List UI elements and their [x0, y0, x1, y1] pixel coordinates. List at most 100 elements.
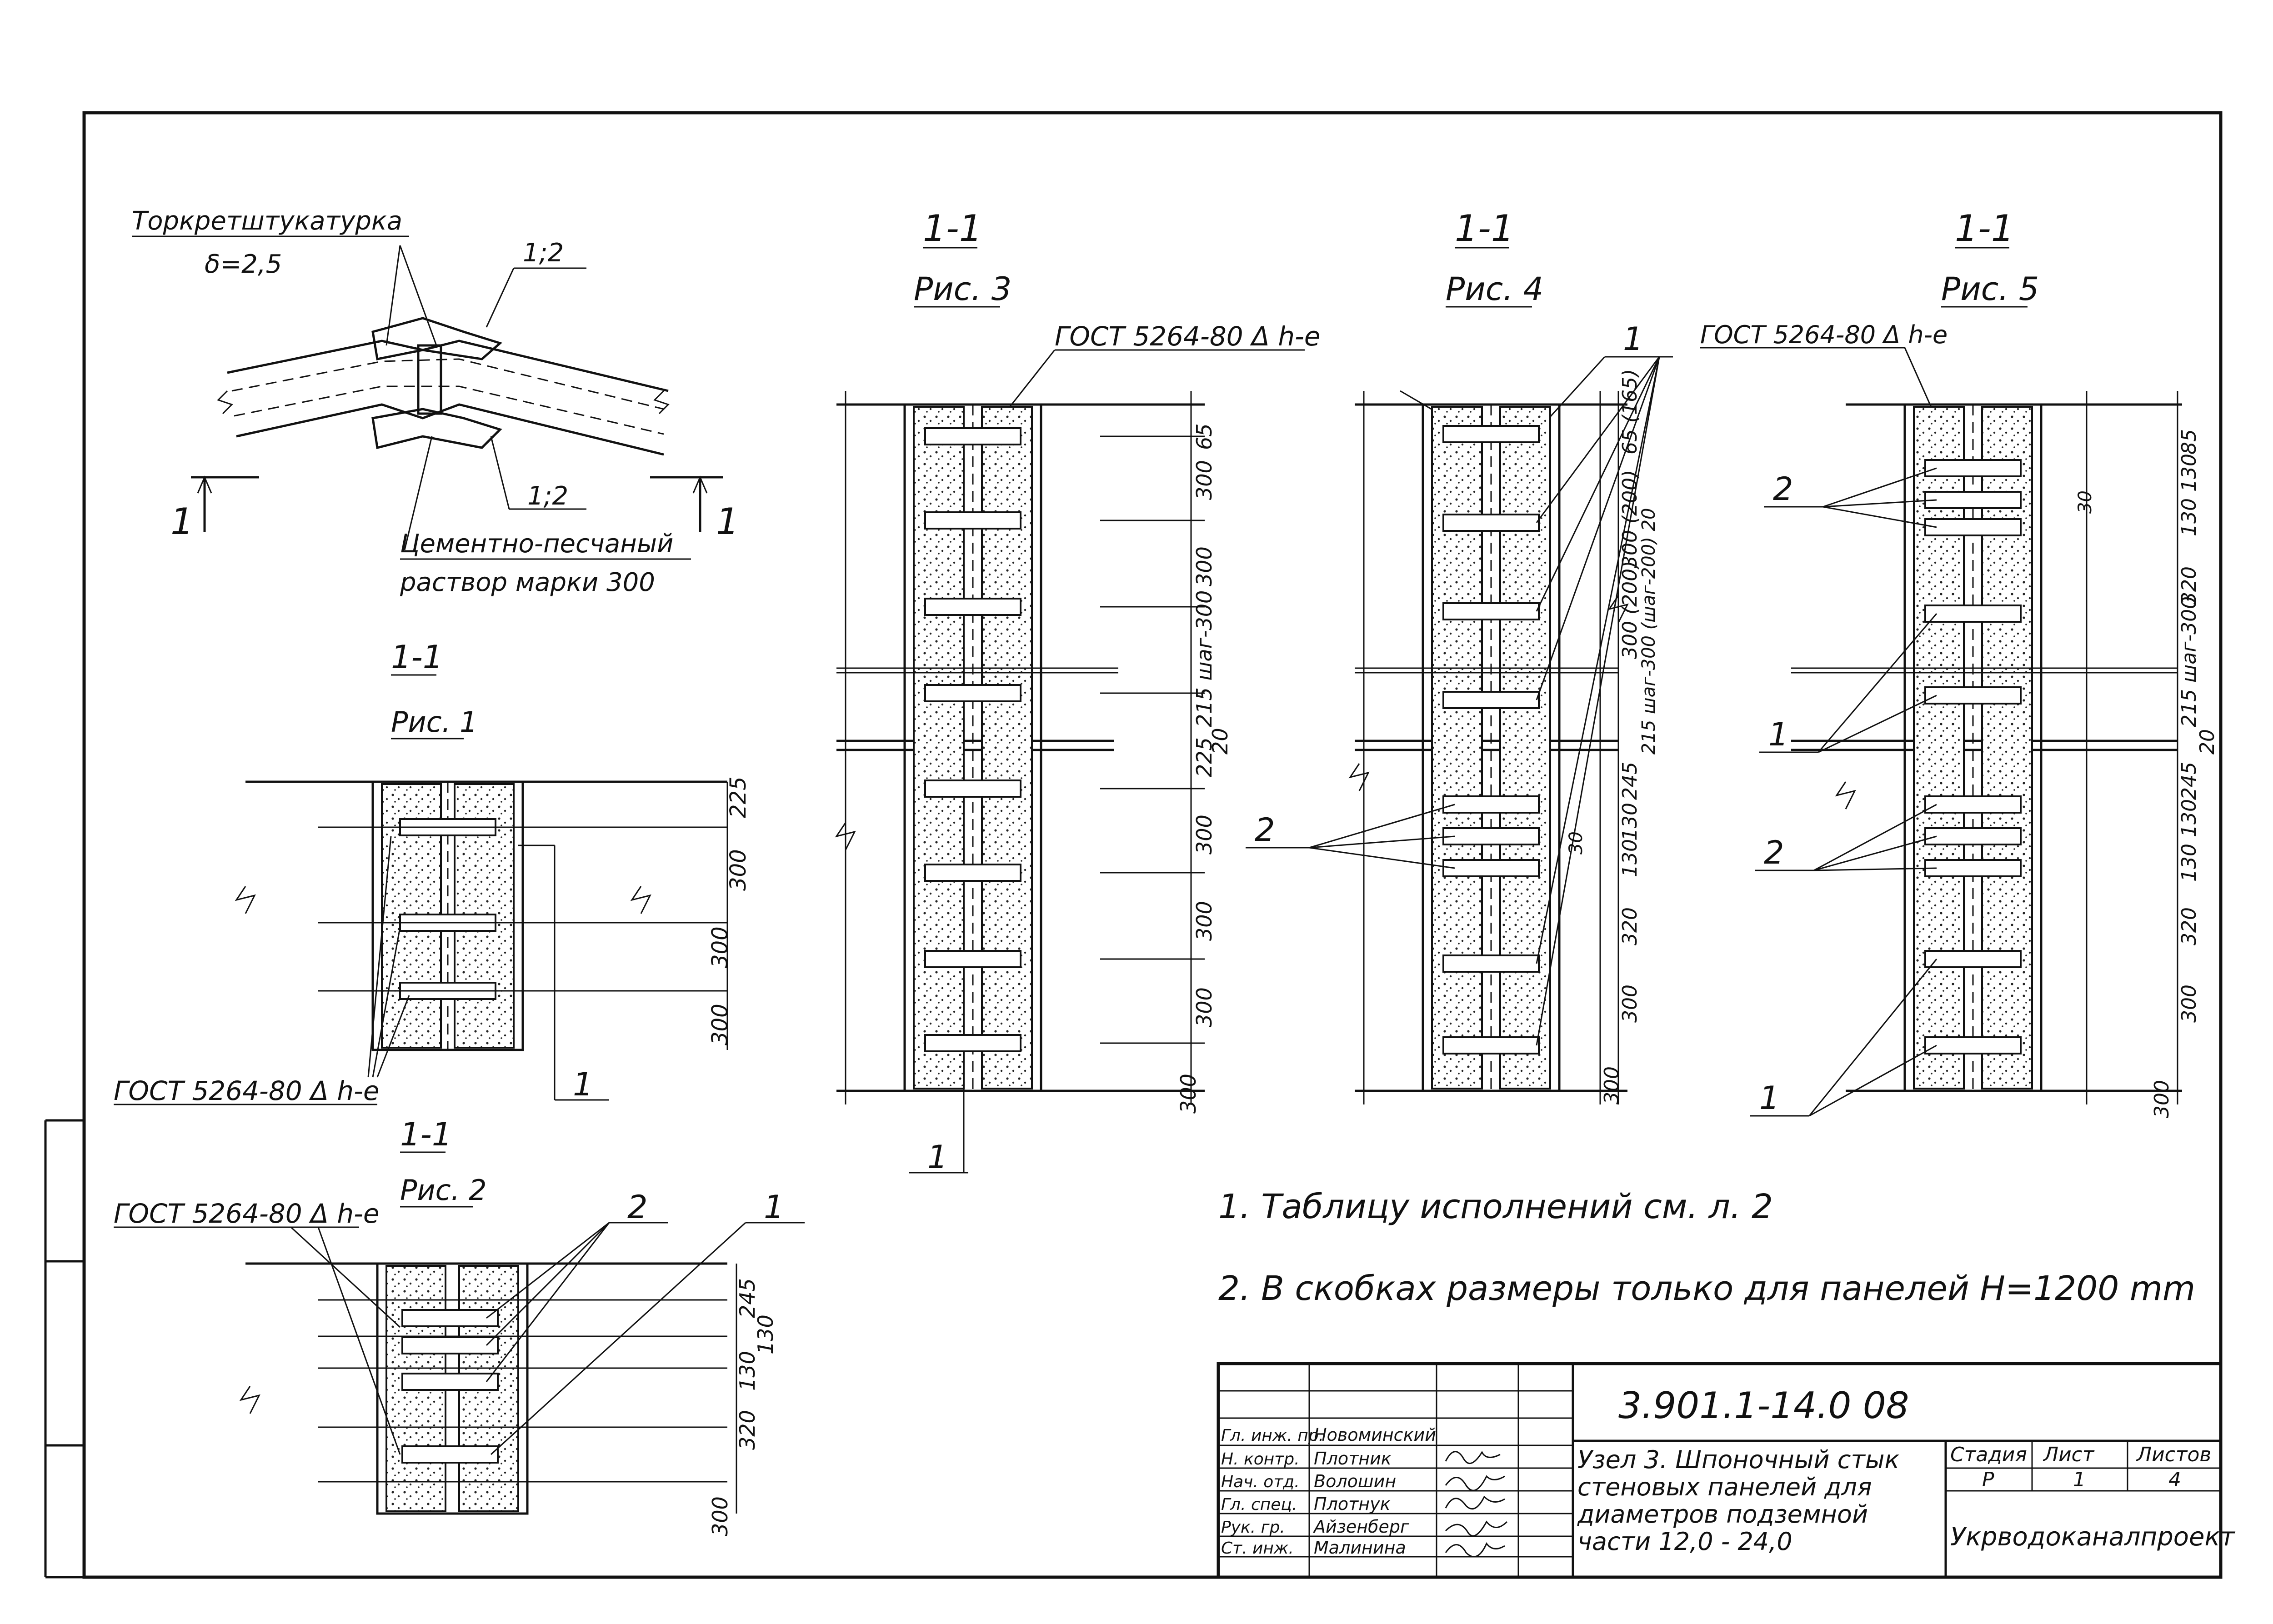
fig2-gost: ГОСТ 5264-80 Δ h-e — [114, 1198, 380, 1229]
mortar-grade: раствор марки 300 — [400, 568, 655, 597]
fig1-title: Рис. 1 — [391, 705, 478, 739]
fig5-leader-1-bottom: 1 — [1759, 1079, 1780, 1117]
fig1-dim-0: 225 — [726, 776, 751, 818]
fig5-dim-4: 20 — [2196, 729, 2219, 755]
fig1-dim-3: 300 — [707, 1004, 733, 1045]
fig4-leader-2: 2 — [1255, 811, 1275, 849]
sig-role-2: Нач. отд. — [1221, 1473, 1300, 1491]
fig4-dim-6: 130 — [1618, 839, 1642, 877]
fig3-title: Рис. 3 — [914, 270, 1011, 308]
sheet-label: Лист — [2043, 1443, 2095, 1466]
fig4-title: Рис. 4 — [1446, 270, 1543, 308]
fig4-dim-0: 65 (165) — [1618, 369, 1642, 455]
fig4-section: 1-1 — [1455, 207, 1514, 250]
fig5-dim-1: 130 130 — [2178, 454, 2201, 536]
sheet-frame — [44, 111, 2223, 1579]
title-line-1: Узел 3. Шпоночный стык — [1577, 1445, 1900, 1474]
fig3-section: 1-1 — [923, 207, 982, 250]
fig2-dim-2: 130 — [735, 1351, 760, 1391]
doc-code: 3.901.1-14.0 08 — [1618, 1384, 1909, 1427]
fig2-section: 1-1 — [400, 1116, 452, 1153]
fig3-dim-0: 65 — [1192, 423, 1217, 450]
cut-mark-left: 1 — [170, 500, 194, 543]
fig5-leader-2-top: 2 — [1773, 470, 1793, 508]
fig1-dim-1: 300 — [726, 849, 751, 891]
fig5-title: Рис. 5 — [1941, 270, 2039, 308]
mortar-label: Цементно-песчаный — [400, 529, 673, 559]
sig-name-1: Плотник — [1314, 1449, 1392, 1469]
fig4-dim-9: 300 — [1600, 1066, 1623, 1104]
handwritten-signatures — [1445, 1450, 1508, 1558]
notes: 1. Таблицу исполнений см. л. 2 2. В скоб… — [1218, 1187, 2195, 1308]
stage-value: Р — [1982, 1468, 1994, 1491]
fig2-dim-1: 130 — [753, 1314, 778, 1354]
fig5-dim-5: 245 — [2178, 762, 2201, 800]
fig3-dim-4: 20 — [1208, 728, 1232, 755]
fig4-dim-2: 300 (200) — [1618, 561, 1642, 659]
fig5-dim-2: 320 — [2178, 566, 2201, 605]
note-1: 1. Таблицу исполнений см. л. 2 — [1218, 1187, 1773, 1226]
fig3-dim-7: 300 — [1192, 901, 1217, 941]
fig5-dim-3: 215 шаг-300 — [2178, 596, 2201, 727]
fig2-leader-1: 1 — [764, 1189, 784, 1226]
sig-name-4: Айзенберг — [1312, 1517, 1410, 1537]
title-line-4: части 12,0 - 24,0 — [1577, 1527, 1792, 1556]
fig4-leader-1-top: 1 — [1623, 320, 1643, 358]
fig3-dim-3: 215 шаг-300 — [1192, 590, 1217, 727]
ref-12-top: 1;2 — [523, 238, 564, 268]
fig3-dim-6: 300 — [1192, 814, 1217, 854]
plan-detail: Торкретштукатурка δ=2,5 1;2 1 1 1;2 Цеме… — [132, 206, 739, 597]
fig1-gost: ГОСТ 5264-80 Δ h-e — [114, 1075, 380, 1106]
sheets-label: Листов — [2136, 1443, 2211, 1466]
title-line-3: диаметров подземной — [1577, 1500, 1868, 1529]
fig2-leader-2: 2 — [627, 1189, 648, 1226]
sig-name-5: Малинина — [1314, 1538, 1406, 1558]
fig1-leader-1: 1 — [573, 1066, 593, 1103]
fig5-section: 1-1 — [1955, 207, 2014, 250]
sig-role-0: Гл. инж. пр. — [1221, 1426, 1324, 1445]
figure-3: 1-1 Рис. 3 ГОСТ 5264-80 Δ h-e — [835, 207, 1321, 1176]
sig-name-3: Плотнук — [1314, 1494, 1391, 1514]
torkret-thickness: δ=2,5 — [205, 250, 282, 279]
figure-5: 1-1 Рис. 5 ГОСТ 5264-80 Δ h-e 85 130 130… — [1700, 207, 2219, 1118]
fig1-dim-2: 300 — [707, 926, 733, 968]
fig4-dim-7: 320 — [1618, 907, 1642, 945]
torkret-label: Торкретштукатурка — [132, 206, 402, 236]
ref-12-bottom: 1;2 — [527, 481, 568, 511]
sheet-value: 1 — [2073, 1468, 2086, 1491]
fig3-dim-9: 300 — [1176, 1074, 1201, 1114]
fig3-gost: ГОСТ 5264-80 Δ h-e — [1055, 321, 1321, 352]
cut-mark-right: 1 — [716, 500, 739, 543]
fig4-dim-3: 215 шаг-300 (шаг-200) 20 — [1638, 508, 1659, 755]
fig5-dim-8: 300 — [2178, 984, 2201, 1023]
fig4-dim-5: 130 — [1618, 803, 1642, 841]
sig-name-0: Новоминский — [1314, 1425, 1436, 1445]
fig5-dim-0: 85 — [2178, 429, 2201, 455]
fig2-dim-3: 320 — [735, 1410, 760, 1450]
fig5-gost: ГОСТ 5264-80 Δ h-e — [1700, 320, 1948, 349]
title-line-2: стеновых панелей для — [1577, 1473, 1872, 1501]
fig2-title: Рис. 2 — [400, 1174, 487, 1207]
sig-name-2: Волошин — [1314, 1471, 1396, 1491]
sheets-value: 4 — [2168, 1468, 2181, 1491]
figure-2: 1-1 Рис. 2 ГОСТ 5264-80 Δ h-e 2 1 245 13… — [114, 1116, 805, 1536]
fig3-dim-2: 300 — [1192, 546, 1217, 586]
title-block: 3.901.1-14.0 08 Узел 3. Шпоночный стык с… — [1217, 1362, 2235, 1579]
stage-label: Стадия — [1950, 1443, 2027, 1466]
figure-1: 1-1 Рис. 1 225 300 300 300 1 ГОСТ 5264-8… — [114, 639, 751, 1106]
fig3-dim-8: 300 — [1192, 987, 1217, 1027]
fig2-dim-0: 245 — [735, 1278, 760, 1318]
fig5-leader-2-bottom: 2 — [1764, 834, 1784, 871]
fig4-dim-8: 300 — [1618, 984, 1642, 1023]
fig2-dim-4: 300 — [708, 1496, 732, 1536]
fig5-dim-6: 130 130 — [2178, 799, 2201, 882]
sig-role-5: Ст. инж. — [1221, 1539, 1294, 1558]
sig-role-3: Гл. спец. — [1221, 1495, 1297, 1514]
fig3-dim-5: 225 — [1192, 737, 1217, 777]
fig5-dim-10: 30 — [2075, 490, 2096, 514]
fig3-dim-1: 300 — [1192, 460, 1217, 500]
fig4-dim-4: 245 — [1618, 762, 1642, 800]
fig5-dim-7: 320 — [2178, 907, 2201, 945]
fig5-leader-1-mid: 1 — [1768, 716, 1789, 753]
